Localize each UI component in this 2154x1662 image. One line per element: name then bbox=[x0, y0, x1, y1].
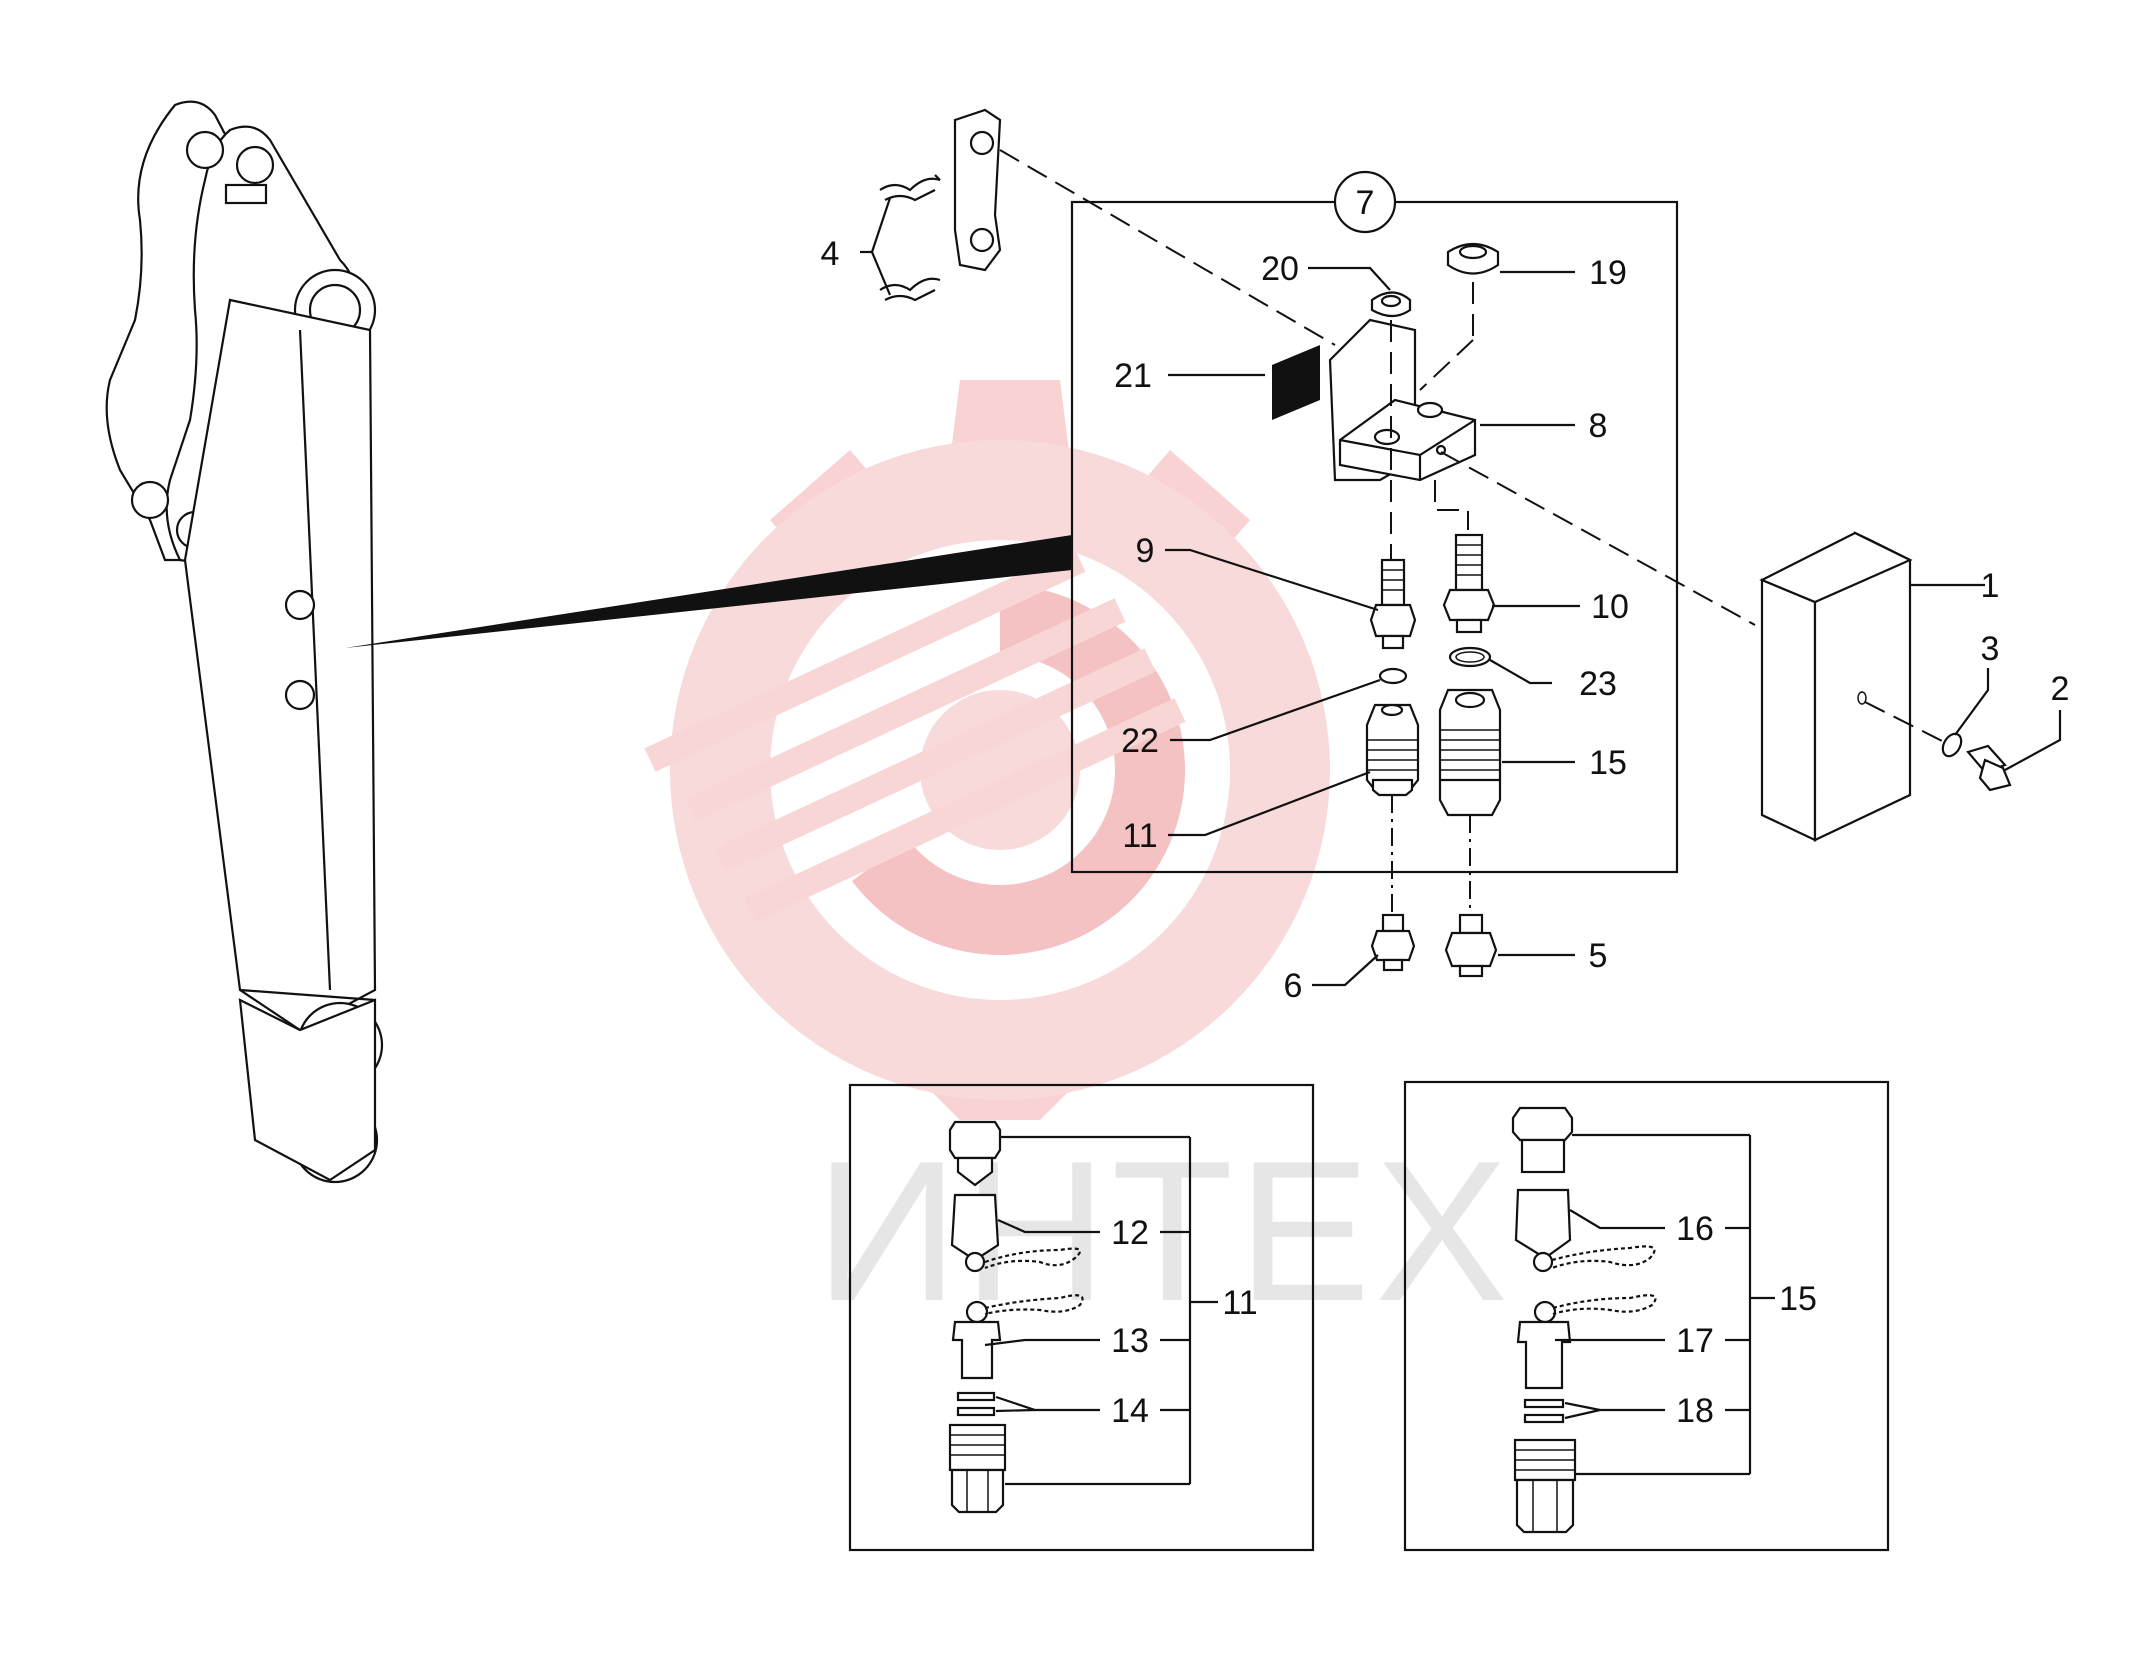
callout-19: 19 bbox=[1589, 254, 1627, 292]
part-1-guard bbox=[1759, 531, 1913, 842]
detail-13-dust-plug bbox=[951, 1294, 1084, 1380]
detail-14-seals bbox=[956, 1391, 996, 1417]
detail-17-label: 17 bbox=[1676, 1322, 1714, 1360]
callout-21: 21 bbox=[1114, 357, 1152, 395]
detail-15-body bbox=[1513, 1438, 1577, 1534]
zoom-wedge bbox=[345, 535, 1072, 648]
detail-16-label: 16 bbox=[1676, 1210, 1714, 1248]
part-15-coupling bbox=[1438, 688, 1502, 817]
detail-11-nipple bbox=[948, 1120, 1002, 1187]
part-3-washer bbox=[1941, 732, 1963, 758]
detail-frame-15 bbox=[1403, 1080, 1890, 1552]
detail-11-assembly-label: 11 bbox=[1222, 1284, 1257, 1322]
part-21-decal bbox=[1272, 345, 1320, 420]
detail-11-body bbox=[948, 1423, 1007, 1514]
callout-22: 22 bbox=[1121, 722, 1159, 760]
part-2-bolt bbox=[1966, 744, 2012, 792]
group-number-circle bbox=[1333, 170, 1397, 234]
part-6-plug bbox=[1370, 913, 1416, 972]
part-20-nut bbox=[1370, 291, 1412, 318]
part-5-plug bbox=[1444, 913, 1498, 978]
detail-18-label: 18 bbox=[1676, 1392, 1714, 1430]
callout-6: 6 bbox=[1284, 967, 1303, 1005]
callout-10: 10 bbox=[1591, 588, 1629, 626]
detail-17-dust-plug bbox=[1516, 1294, 1657, 1390]
callout-15: 15 bbox=[1589, 744, 1627, 782]
callout-9: 9 bbox=[1136, 532, 1155, 570]
callout-23: 23 bbox=[1579, 665, 1617, 703]
detail-12-label: 12 bbox=[1111, 1214, 1149, 1252]
part-9-adapter bbox=[1369, 558, 1417, 650]
part-22-o-ring bbox=[1378, 667, 1408, 685]
part-19-nut bbox=[1446, 242, 1500, 275]
detail-16-dust-cap bbox=[1514, 1188, 1656, 1273]
callout-4: 4 bbox=[821, 235, 840, 273]
detail-18-seals bbox=[1523, 1398, 1565, 1424]
callout-11: 11 bbox=[1122, 817, 1157, 855]
detail-13-label: 13 bbox=[1111, 1322, 1149, 1360]
detail-15-nipple bbox=[1511, 1106, 1574, 1174]
part-10-adapter bbox=[1442, 533, 1496, 634]
callout-8: 8 bbox=[1589, 407, 1608, 445]
boom-arm bbox=[105, 100, 384, 1184]
callout-2: 2 bbox=[2051, 670, 2070, 708]
callout-3: 3 bbox=[1981, 630, 2000, 668]
detail-14-label: 14 bbox=[1111, 1392, 1149, 1430]
part-4-plate-clips bbox=[879, 108, 1002, 302]
part-8-bracket bbox=[1328, 318, 1477, 482]
group-number-label: 7 bbox=[1356, 184, 1375, 222]
detail-12-dust-cap bbox=[950, 1193, 1082, 1273]
detail-15-assembly-label: 15 bbox=[1779, 1280, 1817, 1318]
part-11-coupling bbox=[1365, 703, 1420, 797]
part-23-o-ring bbox=[1448, 646, 1492, 668]
callout-20: 20 bbox=[1261, 250, 1299, 288]
watermark-logo bbox=[644, 380, 1330, 1120]
detail-frame-11 bbox=[848, 1083, 1315, 1552]
callout-1: 1 bbox=[1981, 567, 2000, 605]
callout-5: 5 bbox=[1589, 937, 1608, 975]
